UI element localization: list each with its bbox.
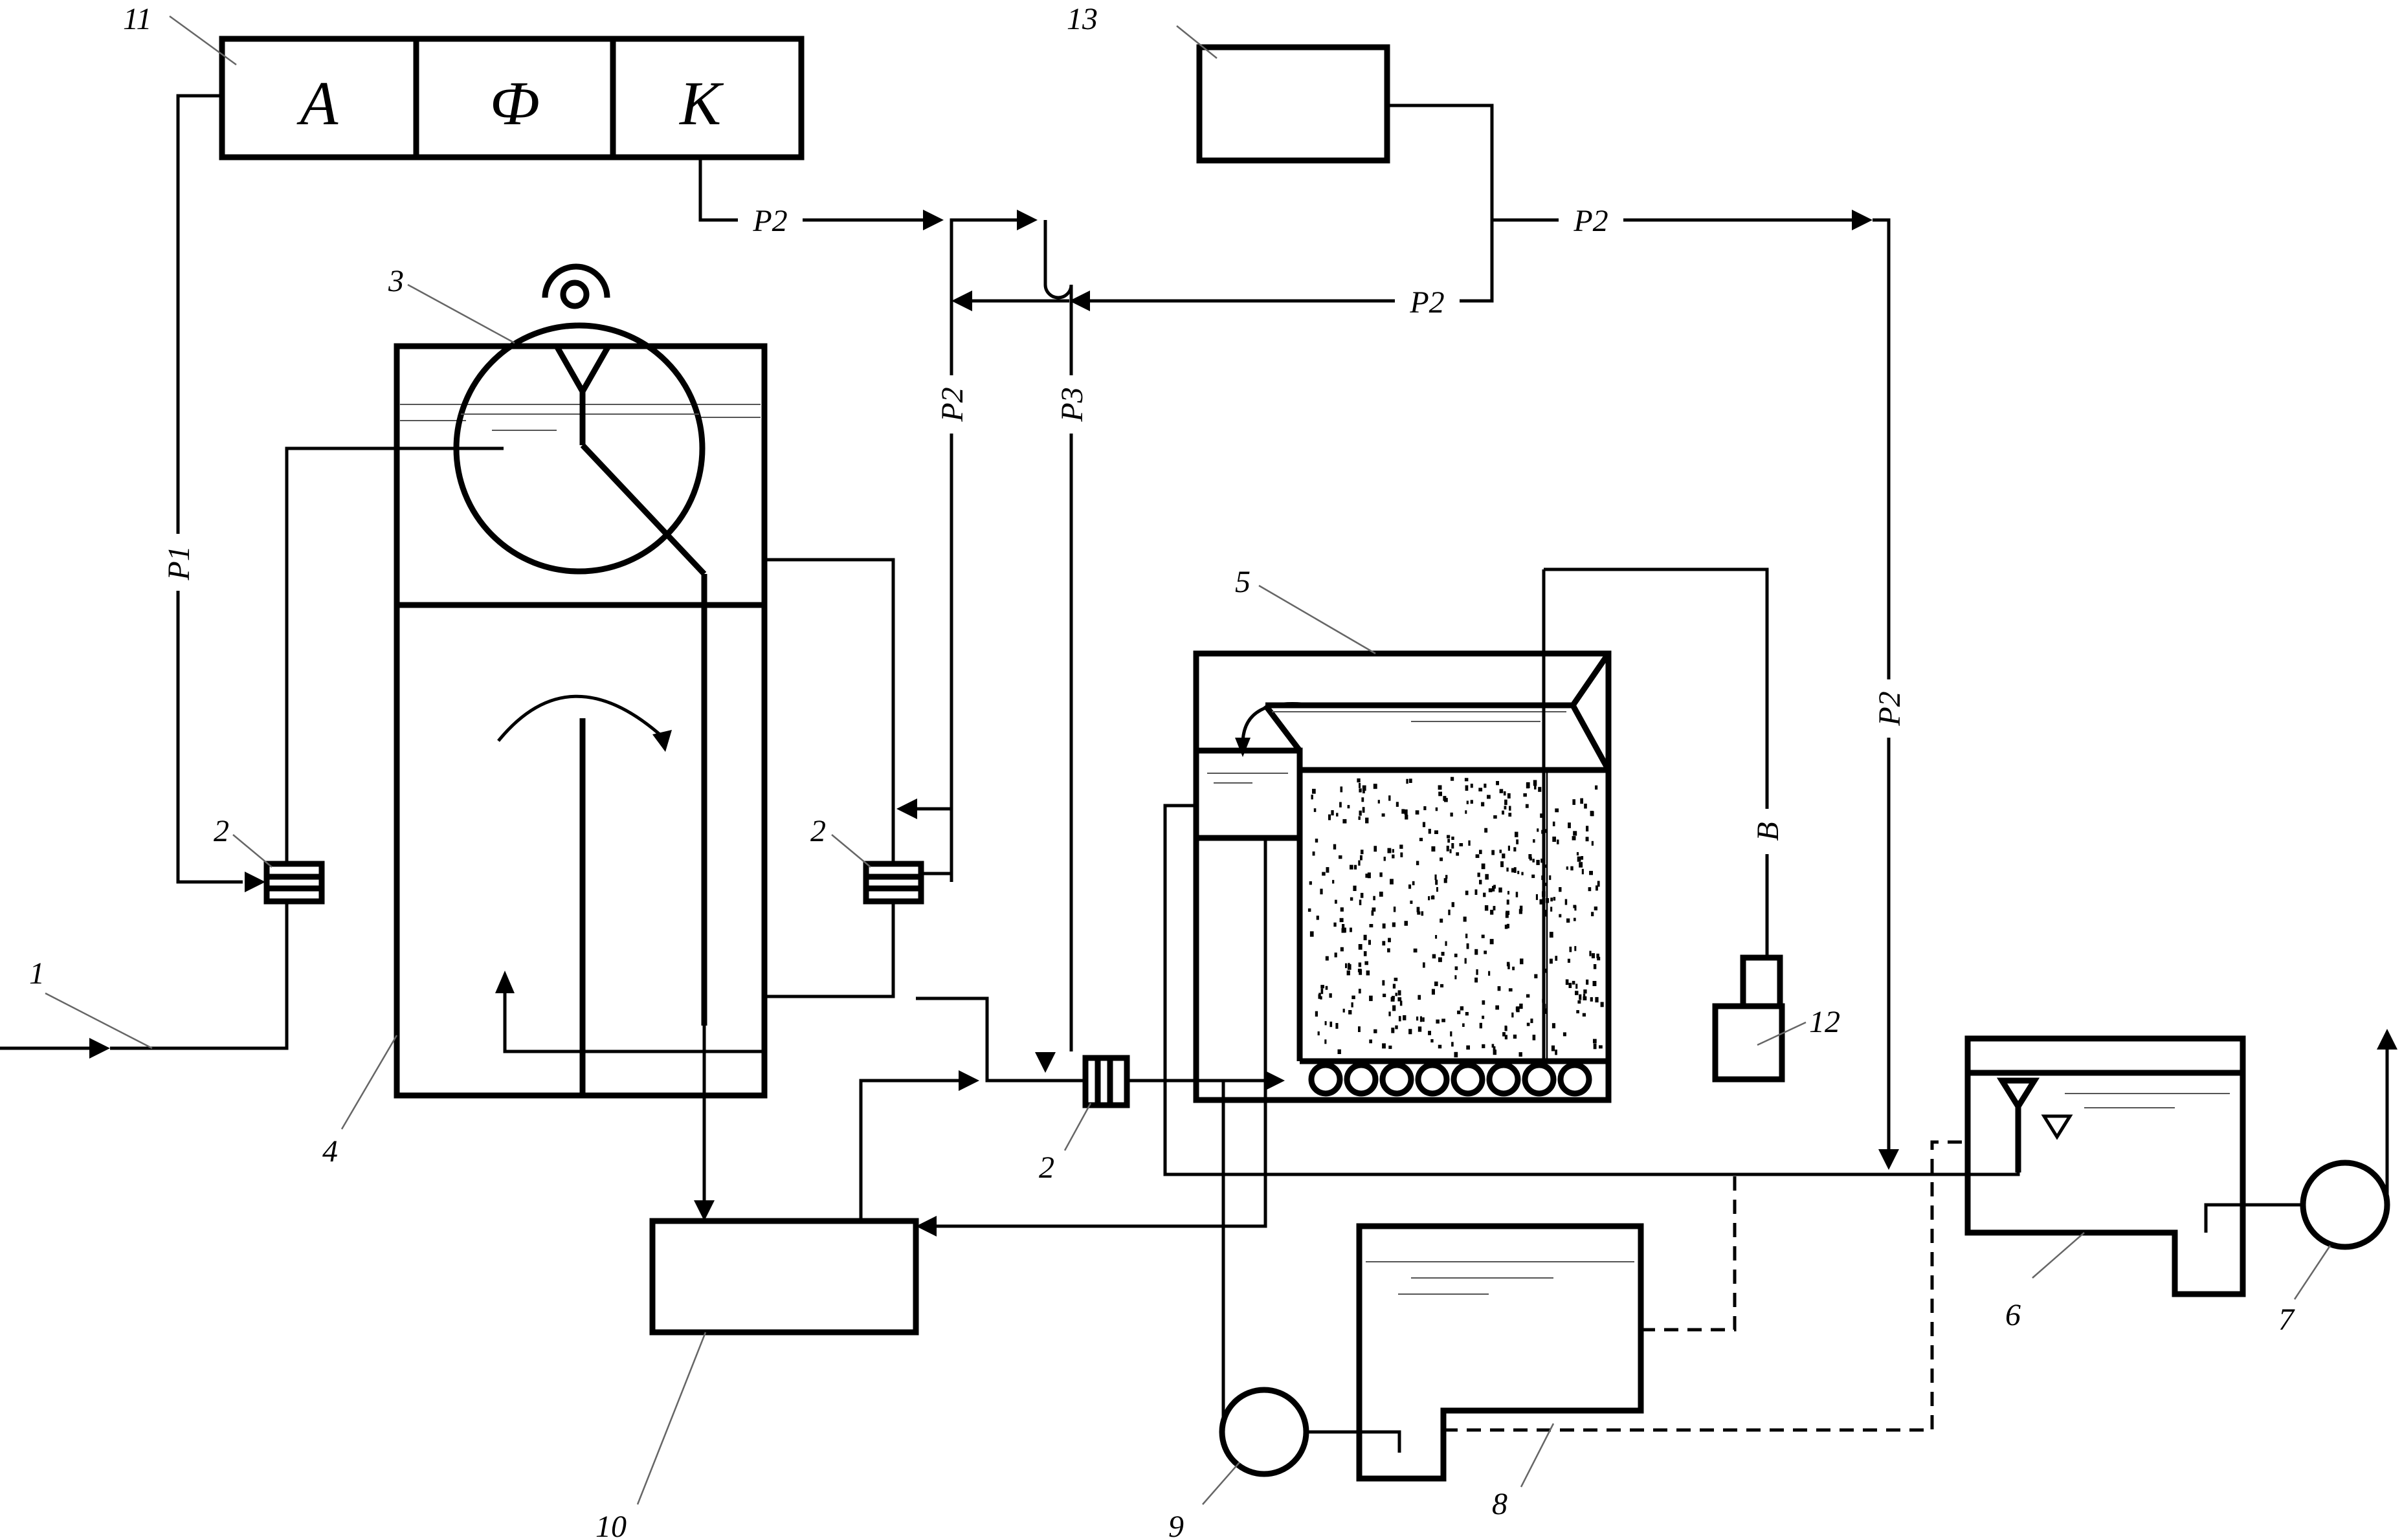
dosing-device-2-left <box>263 861 325 905</box>
unit-13-box <box>1196 44 1390 164</box>
reactor-4 <box>394 343 768 1099</box>
label-p3: Р3 <box>1055 387 1089 422</box>
pump-9 <box>1219 1387 1309 1477</box>
number-12: 12 <box>1809 1005 1840 1039</box>
number-11: 11 <box>123 2 151 36</box>
dosing-device-2-bottom <box>1082 1055 1130 1108</box>
number-10: 10 <box>595 1510 627 1540</box>
number-labels: 11 13 3 5 2 2 2 1 4 12 6 7 10 9 8 <box>29 2 2331 1540</box>
piping <box>0 94 2397 1453</box>
label-p2-return: Р2 <box>1409 285 1444 320</box>
number-6: 6 <box>2005 1298 2021 1332</box>
label-p2-top-right: Р2 <box>1573 204 1608 238</box>
number-9: 9 <box>1168 1510 1184 1540</box>
dosing-device-2-middle <box>863 861 924 905</box>
unit-10-box <box>649 1218 919 1336</box>
label-b: В <box>1751 822 1785 841</box>
drum-3 <box>453 263 707 577</box>
tank-6 <box>1964 1035 2246 1297</box>
pump-7 <box>2300 1160 2390 1250</box>
number-13: 13 <box>1067 2 1098 36</box>
number-1: 1 <box>29 956 45 991</box>
number-8: 8 <box>1492 1487 1507 1521</box>
label-p1: Р1 <box>162 545 196 580</box>
line-labels: Р1 Р2 Р2 Р2 Р2 Р3 Р2 В <box>162 202 1907 854</box>
control-cell-f: Ф <box>489 69 539 138</box>
number-2-left: 2 <box>214 814 229 848</box>
label-p2-top-left: Р2 <box>752 204 787 238</box>
label-p2-right: Р2 <box>1873 691 1907 726</box>
number-4: 4 <box>322 1134 338 1169</box>
blower-12 <box>1712 954 1785 1083</box>
number-3: 3 <box>388 264 404 298</box>
label-p2-vertical: Р2 <box>935 387 970 422</box>
control-cell-k: К <box>678 69 724 138</box>
control-cell-a: А <box>296 69 339 138</box>
tank-8 <box>1356 1223 1644 1482</box>
number-2-middle: 2 <box>810 814 826 848</box>
number-2-bottom: 2 <box>1039 1150 1054 1185</box>
control-unit-11: А Ф К <box>219 36 805 160</box>
number-5: 5 <box>1235 565 1251 599</box>
number-7: 7 <box>2278 1303 2295 1337</box>
filter-5 <box>1193 569 1612 1103</box>
